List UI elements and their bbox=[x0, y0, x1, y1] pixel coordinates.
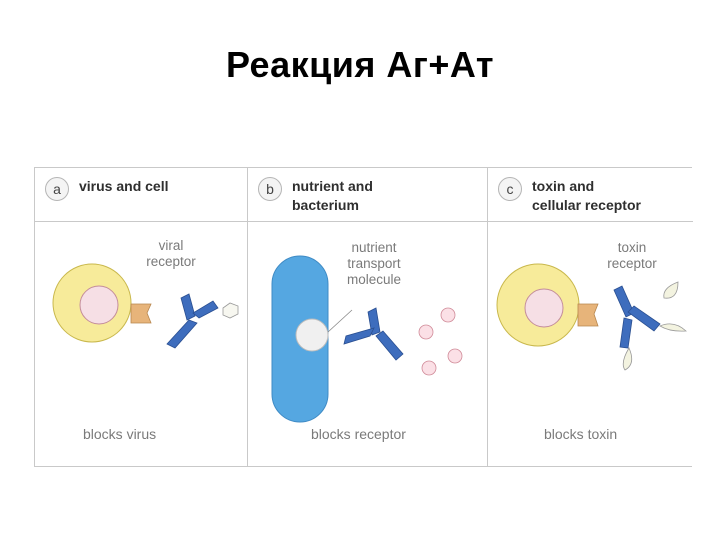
panel-virus-and-cell: a virus and cell viral receptor blocks v… bbox=[35, 168, 248, 466]
toxin-molecule bbox=[659, 323, 687, 332]
panel-a-illustration bbox=[52, 263, 239, 349]
panel-nutrient-and-bacterium: b nutrient and bacterium nutrient transp… bbox=[248, 168, 488, 466]
toxin-molecule bbox=[663, 281, 679, 299]
toxin-molecule bbox=[622, 347, 633, 371]
panel-b-title: nutrient and bacterium bbox=[292, 178, 373, 213]
antibody bbox=[166, 293, 219, 349]
nutrient-transport-molecule bbox=[295, 318, 329, 352]
panel-c-caption: blocks toxin bbox=[544, 426, 618, 442]
viral-receptor-label: viral receptor bbox=[146, 238, 196, 269]
panel-b-caption: blocks receptor bbox=[311, 426, 406, 442]
toxin-receptor bbox=[577, 303, 599, 327]
panel-toxin-and-cellular-receptor: c toxin and cellular receptor toxin rece… bbox=[488, 168, 693, 466]
viral-receptor bbox=[130, 303, 152, 324]
panel-c-letter-badge: c bbox=[498, 177, 522, 201]
cell-nucleus bbox=[524, 288, 564, 328]
nutrient-transport-molecule-label: nutrient transport molecule bbox=[346, 240, 402, 287]
panel-a-title: virus and cell bbox=[79, 178, 169, 194]
panel-a-caption: blocks virus bbox=[83, 426, 157, 442]
label-pointer bbox=[327, 309, 353, 333]
nutrient-particle bbox=[418, 324, 434, 340]
slide-title: Реакция Аг+Ат bbox=[225, 44, 495, 85]
panel-c-title: toxin and cellular receptor bbox=[532, 178, 641, 213]
cell-nucleus bbox=[79, 285, 119, 325]
virus-particle bbox=[222, 302, 239, 319]
panel-b-letter-badge: b bbox=[258, 177, 282, 201]
toxin-receptor-label: toxin receptor bbox=[607, 240, 657, 271]
antibody bbox=[343, 307, 404, 361]
panel-b-header: b nutrient and bacterium bbox=[248, 168, 487, 222]
nutrient-particle bbox=[447, 348, 463, 364]
panel-c-illustration bbox=[496, 263, 687, 371]
antibody-function-figure: a virus and cell viral receptor blocks v… bbox=[34, 167, 693, 467]
antibody bbox=[613, 285, 661, 349]
panel-a-letter-badge: a bbox=[45, 177, 69, 201]
panel-b-illustration bbox=[271, 255, 463, 423]
panel-c-header: c toxin and cellular receptor bbox=[488, 168, 693, 222]
panel-a-header: a virus and cell bbox=[35, 168, 247, 222]
nutrient-particle bbox=[440, 307, 456, 323]
nutrient-particle bbox=[421, 360, 437, 376]
